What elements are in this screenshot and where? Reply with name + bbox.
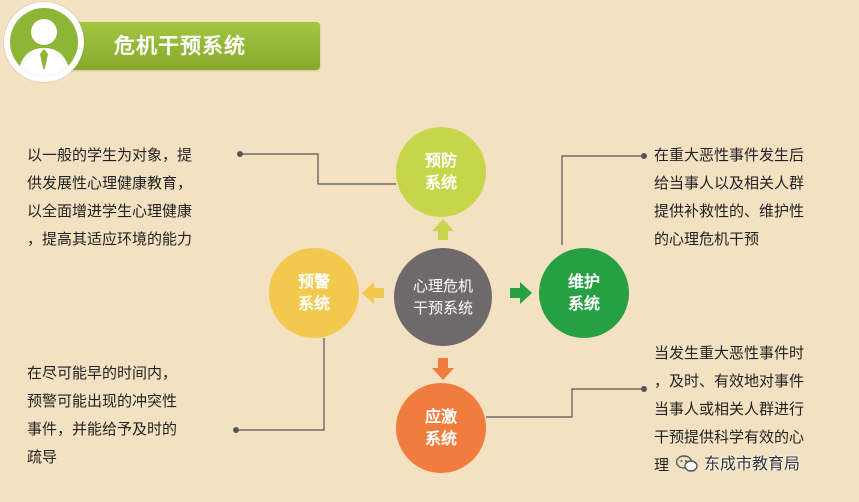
connector-dot-prevent [237, 151, 243, 157]
node-stress-response-system: 应激系统 [396, 383, 486, 473]
arrow-left-warn [362, 282, 384, 304]
node-warning-system: 预警系统 [269, 248, 359, 338]
description-warning: 在尽可能早的时间内， 预警可能出现的冲突性 事件，并能给予及时的 疏导 [27, 359, 177, 471]
connector-warn [236, 338, 325, 431]
connector-prevent [240, 153, 396, 185]
connector-maintain [561, 155, 644, 245]
connector-react [486, 388, 644, 418]
arrow-right-maintain [510, 282, 532, 304]
node-label: 系统 [424, 173, 457, 192]
connector-dot-react [641, 386, 647, 392]
node-label: 应激 [424, 407, 457, 426]
description-line: 干预提供科学有效的心 [654, 428, 805, 446]
description-line: 预警可能出现的冲突性 [27, 392, 178, 410]
node-label: 系统 [567, 294, 600, 313]
description-line: ，提高其适应环境的能力 [27, 230, 193, 248]
description-line: 的心理危机干预 [654, 230, 760, 248]
watermark: 东成市教育局 [676, 450, 800, 478]
businessman-icon [10, 8, 78, 76]
arrow-up-prevent [432, 219, 454, 240]
description-stress-response: 当发生重大恶性事件时 ，及时、有效地对事件 当事人或相关人群进行 干预提供科学有… [654, 339, 804, 479]
node-label: 预警 [297, 272, 330, 291]
node-label: 心理危机 [412, 277, 473, 295]
watermark-text: 东成市教育局 [704, 454, 801, 473]
description-line: 事件，并能给予及时的 [27, 420, 178, 438]
node-prevention-system: 预防系统 [396, 127, 486, 217]
description-line: 理 [654, 456, 670, 474]
connector-dot-warn [233, 427, 239, 433]
node-label: 系统 [424, 429, 457, 448]
avatar [4, 2, 84, 82]
description-line: 给当事人以及相关人群 [654, 174, 805, 192]
description-line: 当事人或相关人群进行 [654, 400, 805, 418]
description-line: 在重大恶性事件发生后 [654, 146, 805, 164]
description-line: 提供补救性的、维护性 [654, 202, 805, 220]
description-prevention: 以一般的学生为对象，提 供发展性心理健康教育， 以全面增进学生心理健康 ，提高其… [27, 141, 192, 253]
node-label: 干预系统 [412, 299, 473, 317]
node-crisis-intervention-system: 心理危机干预系统 [394, 248, 492, 346]
description-line: 在尽可能早的时间内， [27, 364, 178, 382]
description-line: 以全面增进学生心理健康 [27, 202, 193, 220]
chat-bubble-icon [676, 455, 698, 472]
description-line: 疏导 [27, 448, 58, 466]
description-line: 当发生重大恶性事件时 [654, 344, 805, 362]
description-line: 供发展性心理健康教育， [27, 174, 193, 192]
header-banner [58, 22, 320, 70]
node-label: 系统 [297, 294, 330, 313]
description-line: 以一般的学生为对象，提 [27, 146, 193, 164]
description-line: ，及时、有效地对事件 [654, 372, 805, 390]
connector-dot-maintain [641, 153, 647, 159]
node-label: 维护 [567, 272, 600, 291]
node-maintenance-system: 维护系统 [539, 248, 629, 338]
node-label: 预防 [424, 151, 457, 170]
arrow-down-react [432, 358, 454, 380]
description-maintenance: 在重大恶性事件发生后 给当事人以及相关人群 提供补救性的、维护性 的心理危机干预 [654, 141, 804, 253]
page-title: 危机干预系统 [114, 34, 246, 58]
